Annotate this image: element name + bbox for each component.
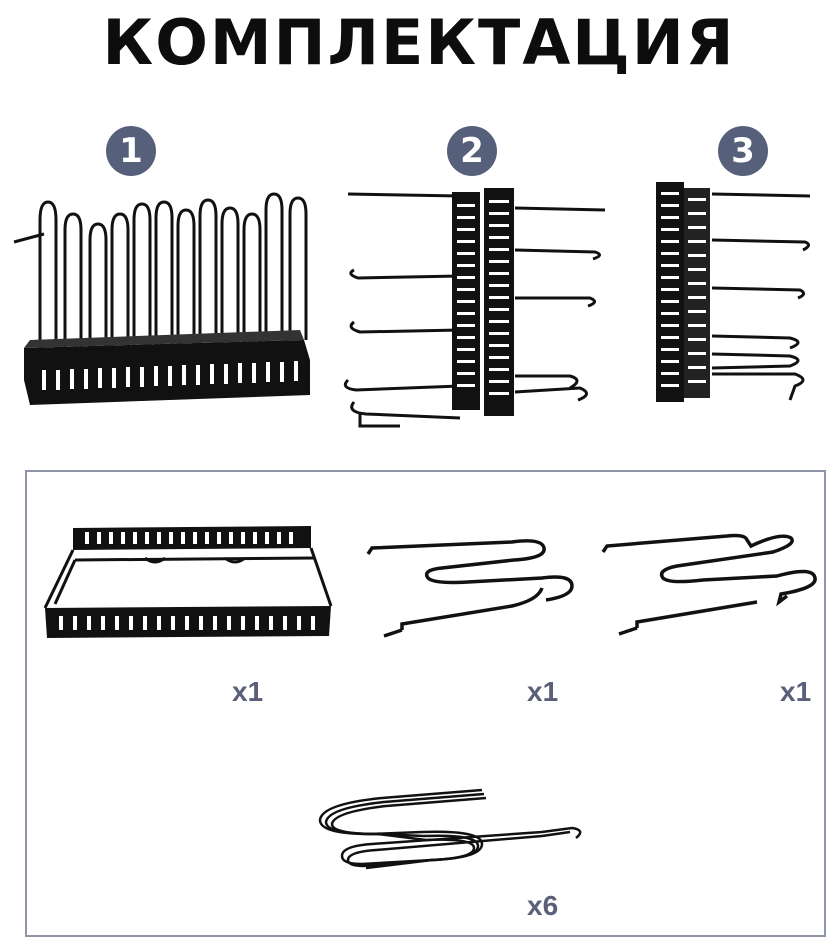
page-title: КОМПЛЕКТАЦИЯ xyxy=(102,6,736,79)
double-hook-right-icon xyxy=(597,526,822,651)
part-quantity-base-tray: x1 xyxy=(232,676,264,707)
part-quantity-wire-divider: x6 xyxy=(527,890,559,921)
part-quantity-hook-left: x1 xyxy=(527,676,559,707)
compact-tiered-organizer-icon xyxy=(650,178,820,408)
variant-badge-1: 1 xyxy=(106,126,156,176)
double-hook-left-icon xyxy=(362,530,582,650)
variant-badge-2: 2 xyxy=(447,126,497,176)
parts-box: x1 x1 x1 x6 xyxy=(25,470,826,937)
variant-badge-3: 3 xyxy=(718,126,768,176)
wire-divider-icon xyxy=(302,780,602,875)
base-tray-icon xyxy=(35,520,335,650)
part-quantity-hook-right: x1 xyxy=(780,676,812,707)
tiered-lid-organizer-icon xyxy=(340,180,615,445)
vertical-divider-rack-icon xyxy=(10,190,320,415)
